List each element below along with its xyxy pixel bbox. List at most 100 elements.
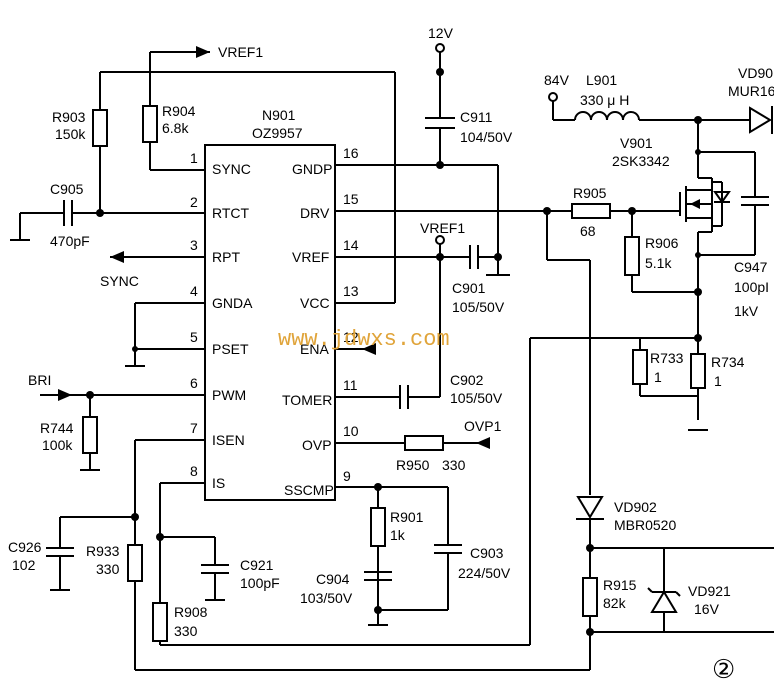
c947-ref: C947 — [734, 259, 768, 275]
c902-value: 105/50V — [450, 390, 503, 406]
c901-value: 105/50V — [452, 299, 505, 315]
r950-ref: R950 — [396, 457, 430, 473]
pin-12-name: ENA — [300, 341, 329, 357]
c947-rating: 1kV — [734, 303, 759, 319]
r744-ref: R744 — [40, 420, 74, 436]
vd902-value: MBR0520 — [614, 517, 676, 533]
r734-resistor — [690, 353, 706, 389]
v901-ref: V901 — [620, 135, 653, 151]
r950-value: 330 — [442, 457, 466, 473]
pin-2-number: 2 — [190, 194, 198, 210]
pin-3-name: RPT — [212, 249, 240, 265]
pin-10-name: OVP — [302, 437, 332, 453]
sync-arrow-icon — [110, 251, 124, 263]
r734-value: 1 — [714, 373, 722, 389]
c905-ref: C905 — [50, 181, 84, 197]
r908-ref: R908 — [174, 604, 208, 620]
ic-n901-body — [204, 144, 336, 501]
l901-ref: L901 — [586, 72, 617, 88]
r905-ref: R905 — [573, 185, 607, 201]
vref1-top-label: VREF1 — [218, 44, 263, 60]
r734-ref: R734 — [711, 354, 745, 370]
pin-7-name: ISEN — [212, 432, 245, 448]
r733-value: 1 — [654, 369, 662, 385]
c926-value: 102 — [12, 557, 36, 573]
pin-15-name: DRV — [300, 205, 330, 221]
v84-label: 84V — [544, 72, 570, 88]
v12-terminal — [435, 43, 445, 53]
figure-number: ② — [712, 655, 735, 685]
r906-ref: R906 — [645, 235, 679, 251]
r733-resistor — [632, 349, 648, 385]
c904-ref: C904 — [316, 571, 350, 587]
vd90x-value: MUR16 — [728, 83, 774, 99]
watermark-text: www.jdwxs.com — [278, 327, 450, 352]
vd90x-diode — [749, 106, 772, 134]
pin-15-number: 15 — [343, 191, 359, 207]
pin-9-number: 9 — [343, 468, 351, 484]
pin-4-name: GNDA — [212, 295, 253, 311]
pin-14-number: 14 — [343, 237, 359, 253]
pin-16-number: 16 — [343, 145, 359, 161]
r905-value: 68 — [580, 223, 596, 239]
r905-resistor — [571, 203, 611, 219]
r908-resistor — [152, 602, 168, 642]
vd902-ref: VD902 — [614, 499, 657, 515]
c911-value: 104/50V — [460, 129, 513, 145]
pin-7-number: 7 — [190, 420, 198, 436]
pin-2-name: RTCT — [212, 205, 250, 221]
r901-resistor — [370, 507, 386, 547]
pin-11-number: 11 — [343, 377, 358, 393]
r904-value: 6.8k — [162, 120, 189, 136]
sync-out-label: SYNC — [100, 273, 139, 289]
c903-value: 224/50V — [458, 565, 511, 581]
pin-12-number: 12 — [343, 329, 359, 345]
r903-value: 150k — [55, 126, 86, 142]
c902-ref: C902 — [450, 372, 484, 388]
pin-1-number: 1 — [190, 150, 198, 166]
r933-value: 330 — [96, 561, 120, 577]
vd902-diode — [576, 496, 604, 519]
ovp1-arrow-icon — [476, 437, 490, 449]
vd921-zener — [650, 590, 678, 613]
pin-5-name: PSET — [212, 341, 249, 357]
r915-resistor — [582, 577, 598, 617]
r733-ref: R733 — [650, 350, 684, 366]
pin-5-number: 5 — [190, 329, 198, 345]
pin-4-number: 4 — [190, 283, 198, 299]
c921-value: 100pF — [240, 575, 280, 591]
vref1-right-label: VREF1 — [420, 220, 465, 236]
bri-label: BRI — [28, 372, 51, 388]
c904-value: 103/50V — [300, 590, 353, 606]
c905-value: 470pF — [50, 233, 90, 249]
bri-arrow-icon — [58, 389, 72, 401]
v901-part: 2SK3342 — [612, 153, 670, 169]
pin-11-name: TOMER — [282, 392, 332, 408]
c926-ref: C926 — [8, 539, 42, 555]
pin-13-number: 13 — [343, 283, 359, 299]
pin-6-name: PWM — [212, 387, 246, 403]
vref1-terminal — [435, 235, 445, 245]
pin-3-number: 3 — [190, 237, 198, 253]
ic-part-label: OZ9957 — [252, 125, 303, 141]
pin-13-name: VCC — [300, 295, 330, 311]
pin-6-number: 6 — [190, 375, 198, 391]
c921-ref: C921 — [240, 557, 274, 573]
c947-value: 100pI — [734, 279, 769, 295]
c911-ref: C911 — [460, 109, 493, 125]
pin-8-name: IS — [212, 475, 225, 491]
r906-resistor — [624, 236, 640, 276]
r915-ref: R915 — [603, 577, 637, 593]
r744-resistor — [82, 416, 98, 454]
vd921-ref: VD921 — [688, 583, 731, 599]
r904-ref: R904 — [162, 103, 196, 119]
r915-value: 82k — [603, 595, 627, 611]
vd90x-ref: VD90 — [738, 65, 773, 81]
pin-10-number: 10 — [343, 423, 359, 439]
pin-9-name: SSCMP — [284, 482, 334, 498]
r906-value: 5.1k — [645, 255, 672, 271]
v84-terminal — [548, 92, 558, 102]
l901-value: 330 μ H — [580, 92, 629, 108]
r933-resistor — [127, 544, 143, 582]
pin-8-number: 8 — [190, 463, 198, 479]
